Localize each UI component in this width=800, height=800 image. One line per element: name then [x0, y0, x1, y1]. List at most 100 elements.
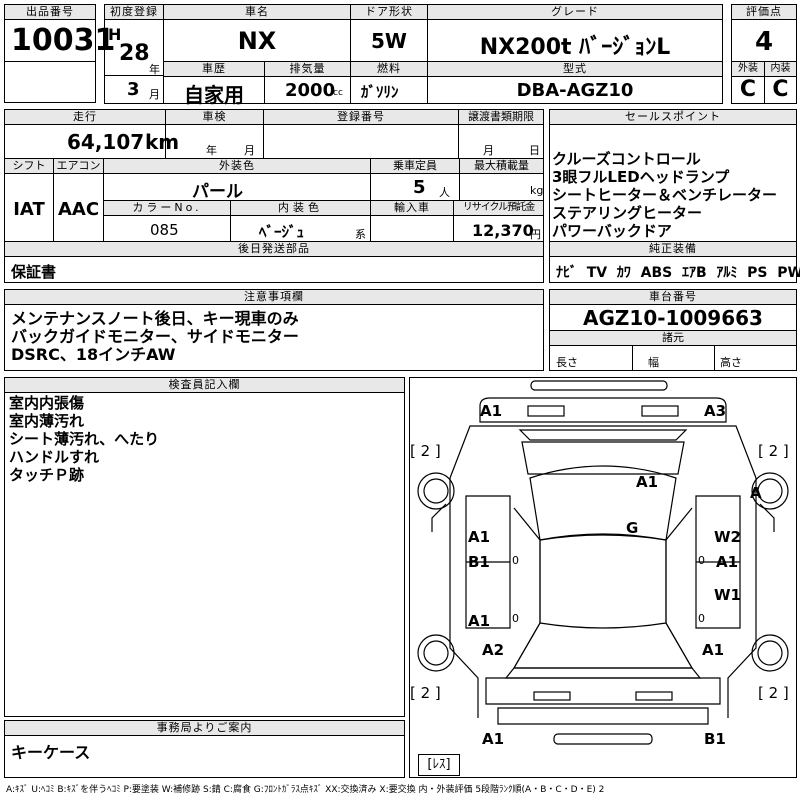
ext-grade-cell: 外装 C [731, 61, 765, 104]
legend: A:ｷｽﾞ U:ﾍｺﾐ B:ｷｽﾞを伴うﾍｺﾐ P:要塗装 W:補修跡 S:錆 … [6, 785, 605, 795]
note-line: バックガイドモニター、サイドモニター [11, 327, 299, 346]
fuel: ｶﾞｿﾘﾝ [361, 83, 399, 101]
equipment-item: ｶﾜ [616, 265, 631, 281]
sales-point-item: パワーバックドア [552, 222, 672, 240]
office-label: 事務局よりご案内 [5, 721, 404, 736]
inspection-month: 月 [244, 144, 255, 157]
equipment-item: PW [777, 265, 800, 281]
first-reg-label: 初度登録 [105, 5, 163, 20]
sales-point-item: ステアリングヒーター [552, 204, 703, 222]
lot-number-lower [4, 61, 96, 103]
capacity: 5 [413, 177, 426, 198]
era: H [108, 25, 122, 44]
door-label: ドア形状 [351, 5, 427, 20]
office-cell: 事務局よりご案内 キーケース [4, 720, 405, 778]
reg-number-cell: 登録番号 [263, 109, 459, 159]
transfer-cell: 譲渡書類期限 月 日 [458, 109, 544, 159]
displacement-cell: 排気量 2000 cc [264, 61, 351, 104]
equipment-label: 純正装備 [550, 242, 796, 257]
mileage-cell: 走行 64,107 km [4, 109, 179, 159]
inspector-line: 室内薄汚れ [9, 412, 85, 430]
ac-label: エアコン [54, 159, 103, 174]
note-line: DSRC、18インチAW [11, 345, 176, 364]
ac-cell: エアコン AAC [53, 158, 104, 242]
grade-cell: グレード NX200t ﾊﾞｰｼﾞｮﾝL [427, 4, 723, 62]
equipment-item: ｴｱB [681, 265, 707, 281]
history-cell: 車歴 自家用 [163, 61, 265, 107]
car-name-cell: 車名 NX [163, 4, 351, 62]
bracket-mark: [ 2 ] [758, 442, 789, 460]
later-parts-label: 後日発送部品 [5, 242, 543, 257]
inspection-year: 年 [206, 144, 217, 157]
lot-number-label: 出品番号 [5, 5, 95, 20]
note-line: メンテナンスノート後日、キー現車のみ [11, 309, 299, 328]
inspector-label: 検査員記入欄 [5, 378, 404, 393]
zero-mark: 0 [698, 554, 705, 567]
equipment-item: ｱﾙﾐ [716, 265, 738, 281]
shift-cell: シフト IAT [4, 158, 54, 242]
mileage: 64,107 [67, 130, 145, 154]
damage-mark: A1 [480, 402, 503, 420]
import-label: 輸入車 [371, 201, 453, 216]
door-type: 5W [371, 29, 407, 53]
damage-mark: B1 [704, 730, 726, 748]
equipment-item: ﾅﾋﾞ [556, 265, 577, 281]
displacement-label: 排気量 [265, 62, 350, 77]
color-no-cell: カラーNo. 085 [103, 200, 231, 242]
chassis-label: 車台番号 [550, 290, 796, 305]
displacement: 2000 [285, 80, 336, 101]
damage-mark: A1 [482, 730, 505, 748]
transfer-month: 月 [483, 144, 494, 157]
damage-mark: A1 [468, 528, 491, 546]
inspection-cell: 車検 年 月 [165, 109, 264, 159]
sales-points-label: セールスポイント [550, 110, 796, 125]
notes-label: 注意事項欄 [5, 290, 543, 305]
recycle-unit: 円 [530, 228, 541, 241]
inspector-list: 室内内張傷 室内薄汚れ シート薄汚れ、へたり ハンドルすれ タッチＰ跡 [9, 394, 159, 484]
model: DBA-AGZ10 [516, 80, 634, 101]
recycle-label: リサイクル預託金 [454, 201, 543, 216]
model-cell: 型式 DBA-AGZ10 [427, 61, 723, 104]
score-label: 評価点 [732, 5, 796, 20]
inspector-line: タッチＰ跡 [9, 466, 85, 484]
sales-point-item: シートヒーター＆ベンチレーター [552, 186, 778, 204]
damage-mark: A1 [468, 612, 491, 630]
damage-mark: A3 [704, 402, 727, 420]
grade: NX200t ﾊﾞｰｼﾞｮﾝL [479, 35, 671, 60]
lot-number-cell: 出品番号 10031 [4, 4, 115, 62]
reg-month-cell: 3 月 [104, 75, 164, 104]
height-cell: 高さ [714, 346, 796, 371]
fuel-label: 燃料 [351, 62, 427, 77]
car-name: NX [237, 27, 277, 55]
office-text: キーケース [11, 743, 91, 762]
equipment-list: ﾅﾋﾞ TV ｶﾜ ABS ｴｱB ｱﾙﾐ PS PW [556, 262, 800, 282]
length-cell: 長さ [550, 346, 633, 371]
capacity-cell: 乗車定員 5 人 [370, 158, 460, 201]
equipment-cell: 純正装備 ﾅﾋﾞ TV ｶﾜ ABS ｴｱB ｱﾙﾐ PS PW [549, 241, 800, 283]
sales-points-list: クルーズコントロール 3眼フルLEDヘッドランプ シートヒーター＆ベンチレーター… [552, 150, 777, 240]
chassis-cell: 車台番号 AGZ10-1009663 諸元 長さ 幅 高さ [549, 289, 797, 371]
shift: IAT [13, 199, 45, 220]
color-cell: 外装色 パール [103, 158, 371, 202]
width-cell: 幅 [632, 346, 715, 371]
interior-color-cell: 内装色 ﾍﾞｰｼﾞｭ 系 [230, 200, 371, 242]
transfer-label: 譲渡書類期限 [459, 110, 543, 125]
car-outline-diagram [417, 380, 789, 745]
bracket-mark: [ 2 ] [410, 684, 441, 702]
score: 4 [754, 27, 774, 57]
damage-mark: A1 [702, 641, 725, 659]
shift-label: シフト [5, 159, 53, 174]
damage-mark: W2 [714, 528, 741, 546]
inspector-line: シート薄汚れ、へたり [9, 430, 160, 448]
displacement-unit: cc [333, 88, 343, 98]
interior-color: ﾍﾞｰｼﾞｭ [259, 223, 305, 241]
ext-grade: C [739, 77, 757, 102]
mileage-unit: km [145, 130, 180, 154]
car-name-label: 車名 [164, 5, 350, 20]
mileage-label: 走行 [5, 110, 165, 125]
damage-mark: A2 [482, 641, 505, 659]
damage-diagram: A1 A3 A1 A G A1 W2 B1 A1 W1 A1 A1 A2 A1 … [409, 377, 797, 778]
damage-mark: G [626, 519, 639, 537]
color-no: 085 [150, 221, 179, 239]
equipment-item: TV [586, 265, 608, 281]
